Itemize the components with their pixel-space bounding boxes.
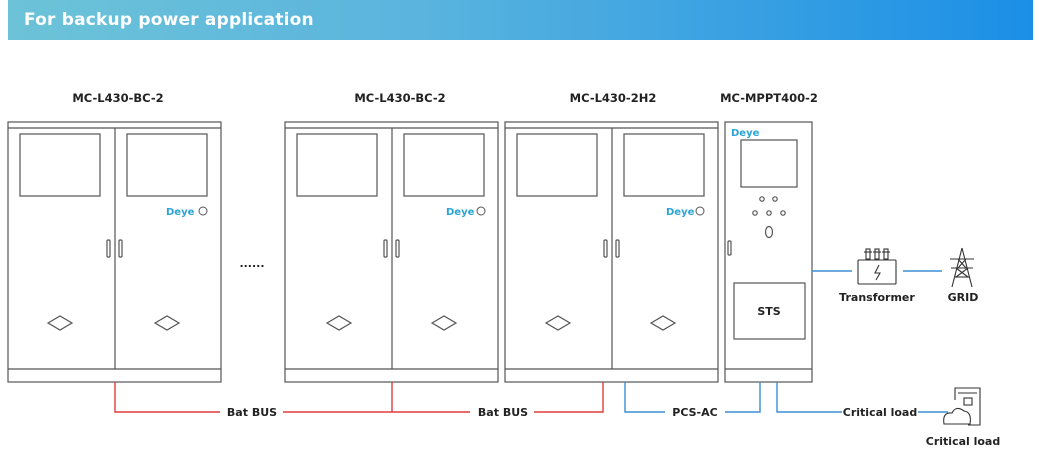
grid-label: GRID [948, 291, 979, 304]
cabinet-4-label: MC-MPPT400-2 [720, 91, 818, 105]
door-lock-icon [153, 315, 181, 331]
door-lock-icon [46, 315, 74, 331]
cabinet-2-label: MC-L430-BC-2 [354, 91, 445, 105]
transformer-label: Transformer [839, 291, 915, 304]
bat-bus-label-2: Bat BUS [478, 406, 528, 419]
battery-cabinet-1 [7, 121, 222, 383]
door-window [19, 133, 101, 197]
brand-logo: Deye [731, 128, 760, 139]
critical-load-line-label: Critical load [843, 406, 917, 419]
bat-bus-label-1: Bat BUS [227, 406, 277, 419]
door-lock-icon [544, 315, 572, 331]
critical-load-icon-label: Critical load [926, 435, 1000, 448]
door-lock-icon [430, 315, 458, 331]
door-window [126, 133, 208, 197]
brand-logo: Deye [446, 207, 475, 218]
door-lock-icon [325, 315, 353, 331]
mppt-cabinet [724, 121, 813, 383]
display-screen [740, 139, 798, 188]
cabinet-3-label: MC-L430-2H2 [570, 91, 657, 105]
grid-tower-icon [950, 247, 974, 288]
critical-load-icon [943, 387, 981, 426]
bat-bus-line [114, 382, 604, 413]
critical-load-line [776, 382, 948, 413]
transformer-icon [857, 248, 897, 285]
sts-label: STS [757, 305, 780, 318]
header-banner: For backup power application [8, 0, 1033, 40]
ellipsis-more-cabinets: ...... [239, 257, 264, 270]
pcs-cabinet [504, 121, 719, 383]
page-title: For backup power application [24, 10, 314, 30]
brand-logo: Deye [666, 207, 695, 218]
pcs-ac-label: PCS-AC [672, 406, 717, 419]
door-lock-icon [649, 315, 677, 331]
brand-logo: Deye [166, 207, 195, 218]
sts-module [733, 282, 806, 340]
cabinet-1-label: MC-L430-BC-2 [72, 91, 163, 105]
pcs-ac-line [624, 382, 761, 413]
battery-cabinet-2 [284, 121, 499, 383]
